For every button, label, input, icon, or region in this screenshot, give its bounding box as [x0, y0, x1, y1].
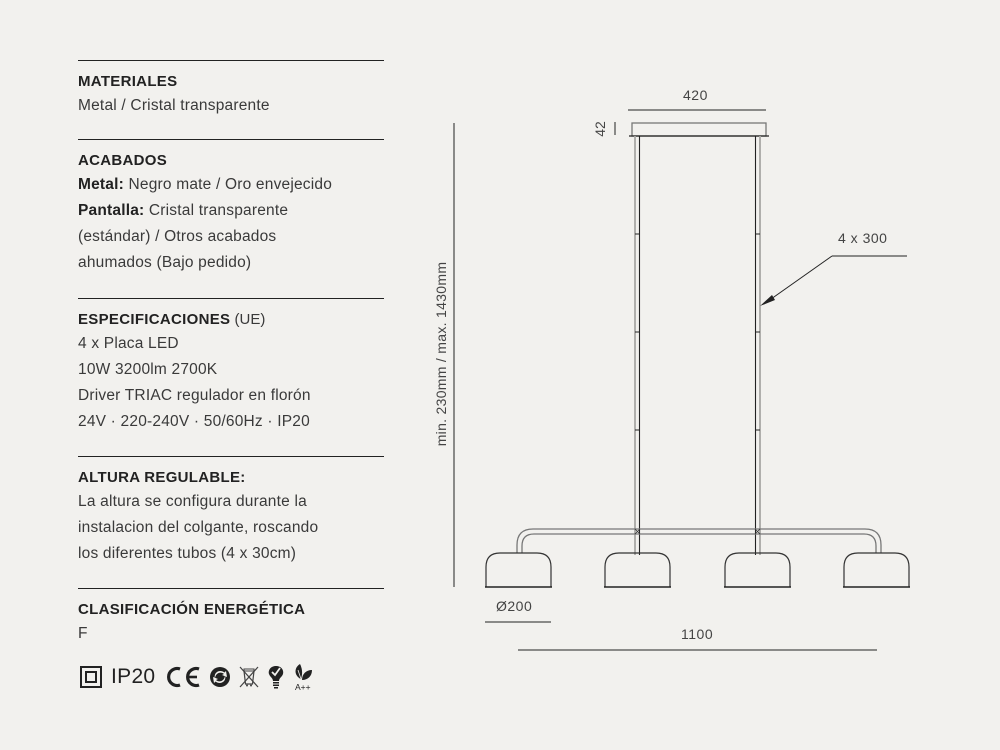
- altura-line: los diferentes tubos (4 x 30cm): [78, 545, 297, 562]
- shade-1: [485, 552, 552, 587]
- pantalla-value-2: (estándar) / Otros acabados: [78, 228, 277, 245]
- altura-line: instalacion del colgante, roscando: [78, 519, 319, 536]
- spec-line: 10W 3200lm 2700K: [78, 361, 218, 378]
- clasificacion-title: CLASIFICACIÓN ENERGÉTICA: [78, 601, 306, 618]
- rod-segment-ticks: [635, 233, 760, 431]
- section-acabados: ACABADOS Metal: Negro mate / Oro envejec…: [78, 139, 384, 298]
- pantalla-label: Pantalla:: [78, 202, 145, 219]
- spec-line: 24V · 220-240V · 50/60Hz · IP20: [78, 413, 310, 430]
- canopy: [631, 122, 767, 137]
- pantalla-value-1: Cristal transparente: [144, 202, 289, 219]
- horizontal-arm: [516, 528, 882, 553]
- pantalla-value-3: ahumados (Bajo pedido): [78, 254, 252, 271]
- shade-4: [843, 552, 910, 587]
- weee-crossed-bin-icon: [238, 665, 260, 689]
- ce-mark-icon: [164, 666, 202, 688]
- shade-2: [604, 552, 671, 587]
- rod-callout-label: 4 x 300: [838, 230, 888, 246]
- lamp-shades: [485, 552, 910, 588]
- spec-line: Driver TRIAC regulador en florón: [78, 387, 311, 404]
- metal-value: Negro mate / Oro envejecido: [123, 176, 333, 193]
- callout-arrowhead: [760, 295, 775, 306]
- acabados-title: ACABADOS: [78, 152, 168, 169]
- section-clasificacion-energetica: CLASIFICACIÓN ENERGÉTICA F: [78, 588, 384, 659]
- section-materiales: MATERIALES Metal / Cristal transparente: [78, 60, 384, 139]
- section-altura-regulable: ALTURA REGULABLE: La altura se configura…: [78, 456, 384, 588]
- especificaciones-region: (UE): [230, 311, 266, 328]
- especificaciones-title: ESPECIFICACIONES (UE): [78, 309, 384, 331]
- energy-badge-text: A++: [295, 682, 311, 692]
- clasificacion-value: F: [78, 625, 88, 642]
- materiales-value: Metal / Cristal transparente: [78, 97, 270, 114]
- canopy-height-label: 42: [592, 121, 608, 137]
- certification-icons: IP20: [80, 661, 314, 693]
- energy-leaf-a-plus-plus-icon: A++: [292, 662, 314, 692]
- ip-rating-label: IP20: [111, 665, 156, 688]
- shade-3: [724, 552, 791, 587]
- led-bulb-check-icon: [267, 664, 285, 690]
- class-ii-double-square-icon: [80, 666, 102, 688]
- shade-diameter-label: Ø200: [496, 598, 533, 614]
- canopy-width-label: 420: [683, 87, 708, 103]
- altura-title: ALTURA REGULABLE:: [78, 469, 246, 486]
- especificaciones-title-text: ESPECIFICACIONES: [78, 311, 231, 328]
- section-especificaciones: ESPECIFICACIONES (UE) 4 x Placa LED 10W …: [78, 298, 384, 456]
- metal-label: Metal:: [78, 176, 124, 193]
- total-width-label: 1100: [681, 626, 714, 642]
- altura-line: La altura se configura durante la: [78, 493, 307, 510]
- spec-panel: MATERIALES Metal / Cristal transparente …: [78, 60, 384, 659]
- arm-joints: [634, 528, 761, 535]
- height-range-label: min. 230mm / max. 1430mm: [433, 261, 449, 447]
- spec-line: 4 x Placa LED: [78, 335, 179, 352]
- green-dot-recycling-icon: [209, 666, 231, 688]
- materiales-title: MATERIALES: [78, 73, 178, 90]
- acabados-pantalla: Pantalla: Cristal transparente: [78, 198, 384, 224]
- acabados-metal: Metal: Negro mate / Oro envejecido: [78, 172, 384, 198]
